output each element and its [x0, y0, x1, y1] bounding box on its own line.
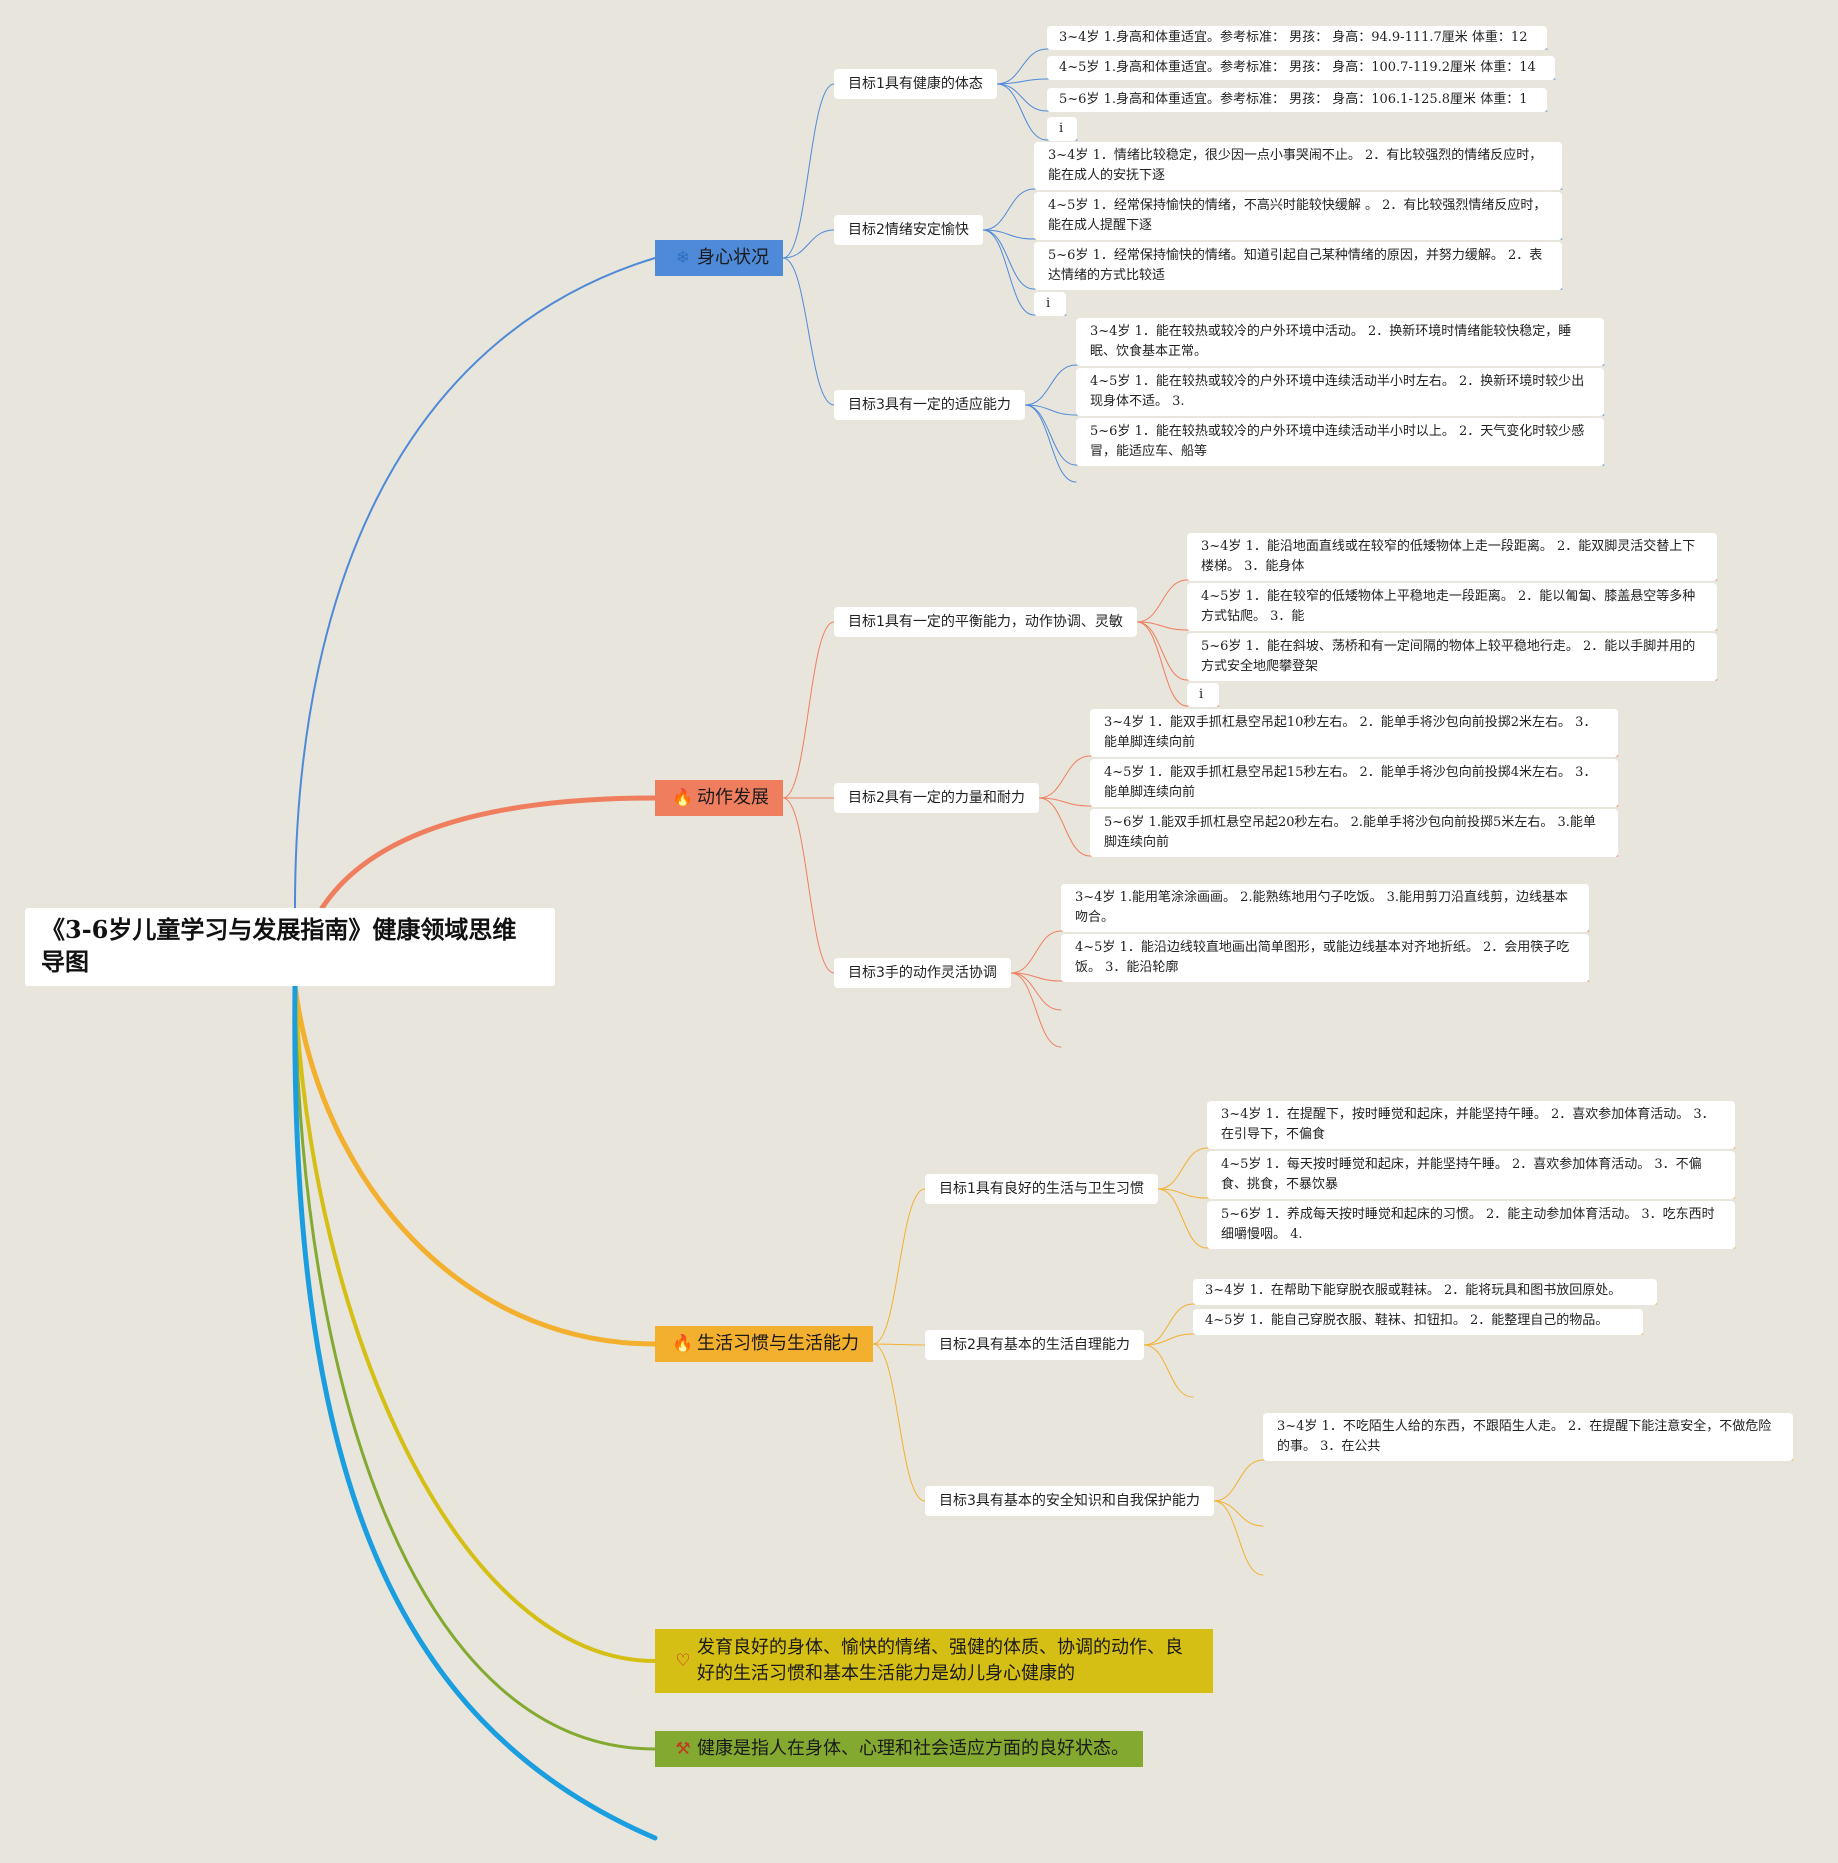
leaf-connector — [1213, 1500, 1264, 1527]
leaf-item[interactable]: 4~5岁 1．能自己穿脱衣服、鞋袜、扣钮扣。 2．能整理自己的物品。 — [1193, 1309, 1643, 1335]
goal-stable-emotions[interactable]: 目标2情绪安定愉快 — [834, 215, 983, 245]
leaf-connector — [982, 229, 1035, 316]
leaf-connector — [1136, 621, 1188, 707]
leaf-connector — [1143, 1344, 1194, 1398]
goal-connector — [782, 229, 835, 259]
leaf-connector — [1157, 1188, 1208, 1249]
leaf-item[interactable]: 5~6岁 1.身高和体重适宜。参考标准： 男孩： 身高：106.1-125.8厘… — [1047, 88, 1547, 112]
leaf-connector — [996, 83, 1048, 112]
goal-self-care[interactable]: 目标2具有基本的生活自理能力 — [925, 1330, 1144, 1360]
leaf-connector — [1157, 1147, 1208, 1190]
root-topic[interactable]: 《3-6岁儿童学习与发展指南》健康领域思维导图 — [25, 908, 555, 986]
branch-connector — [293, 984, 657, 1751]
leaf-item[interactable]: 4~5岁 1.身高和体重适宜。参考标准： 男孩： 身高：100.7-119.2厘… — [1047, 56, 1555, 80]
leaf-connector — [1143, 1333, 1194, 1346]
hammer-icon: ⚒ — [675, 1739, 691, 1759]
leaf-item[interactable]: 4~5岁 1．每天按时睡觉和起床，并能坚持午睡。 2．喜欢参加体育活动。 3．不… — [1207, 1151, 1735, 1199]
leaf-item[interactable]: 5~6岁 1．能在较热或较冷的户外环境中连续活动半小时以上。 2．天气变化时较少… — [1076, 418, 1604, 466]
branch-motor-development[interactable]: 🔥动作发展 — [655, 780, 783, 816]
branch-health-definition[interactable]: ⚒ 健康是指人在身体、心理和社会适应方面的良好状态。 — [655, 1731, 1143, 1767]
leaf-connector — [996, 83, 1048, 141]
goal-balance-coordination[interactable]: 目标1具有一定的平衡能力，动作协调、灵敏 — [834, 607, 1137, 637]
leaf-connector — [996, 48, 1048, 85]
goal-connector — [872, 1343, 926, 1502]
goal-connector — [782, 621, 835, 799]
leaf-item[interactable]: i — [1047, 117, 1077, 141]
goal-safety-self-protection[interactable]: 目标3具有基本的安全知识和自我保护能力 — [925, 1486, 1214, 1516]
leaf-connector — [1157, 1188, 1208, 1199]
branch-physical-mental-status[interactable]: ❄ 身心状况 — [655, 240, 783, 276]
leaf-connector — [1213, 1459, 1264, 1502]
goal-adaptability[interactable]: 目标3具有一定的适应能力 — [834, 390, 1025, 420]
leaf-item[interactable]: i — [1034, 292, 1066, 316]
leaf-item[interactable]: 3~4岁 1．能在较热或较冷的户外环境中活动。 2．换新环境时情绪能较快稳定，睡… — [1076, 318, 1604, 366]
leaf-item[interactable]: 3~4岁 1．在帮助下能穿脱衣服或鞋袜。 2．能将玩具和图书放回原处。 — [1193, 1279, 1657, 1305]
branch-healthy-development-summary[interactable]: ♡ 发育良好的身体、愉快的情绪、强健的体质、协调的动作、良好的生活习惯和基本生活能… — [655, 1629, 1213, 1693]
leaf-item[interactable]: 5~6岁 1.能双手抓杠悬空吊起20秒左右。 2.能单手将沙包向前投掷5米左右。… — [1090, 809, 1618, 857]
leaf-connector — [1010, 930, 1062, 974]
goal-connector — [872, 1343, 926, 1346]
leaf-item[interactable]: 3~4岁 1．情绪比较稳定，很少因一点小事哭闹不止。 2．有比较强烈的情绪反应时… — [1034, 142, 1562, 190]
branch-connector — [319, 795, 658, 911]
leaf-item[interactable]: 4~5岁 1．能在较窄的低矮物体上平稳地走一段距离。 2．能以匍匐、膝盖悬空等多… — [1187, 583, 1717, 631]
leaf-item[interactable]: 5~6岁 1．能在斜坡、荡桥和有一定间隔的物体上较平稳地行走。 2．能以手脚并用… — [1187, 633, 1717, 681]
branch-living-habits[interactable]: 🔥生活习惯与生活能力 — [655, 1326, 873, 1362]
leaf-connector — [1038, 755, 1091, 799]
leaf-connector — [982, 188, 1035, 231]
branch-label: 身心状况 — [697, 247, 769, 268]
leaf-item[interactable]: 3~4岁 1．不吃陌生人给的东西，不跟陌生人走。 2．在提醒下能注意安全，不做危… — [1263, 1413, 1793, 1461]
leaf-connector — [982, 229, 1035, 240]
leaf-connector — [1213, 1500, 1264, 1576]
branch-label: 生活习惯与生活能力 — [697, 1333, 859, 1354]
heart-icon: ♡ — [675, 1651, 691, 1671]
goal-connector — [782, 797, 835, 974]
leaf-item[interactable]: 4~5岁 1．能沿边线较直地画出简单图形，或能边线基本对齐地折纸。 2．会用筷子… — [1061, 934, 1589, 982]
goal-hand-dexterity[interactable]: 目标3手的动作灵活协调 — [834, 958, 1011, 988]
branch-label: 发育良好的身体、愉快的情绪、强健的体质、协调的动作、良好的生活习惯和基本生活能力… — [697, 1637, 1183, 1684]
leaf-connector — [1136, 579, 1188, 623]
goal-connector — [782, 257, 835, 406]
leaf-connector — [1136, 621, 1188, 681]
goal-connector — [872, 1188, 926, 1345]
snowflake-icon: ❄ — [675, 248, 691, 268]
leaf-connector — [1024, 364, 1077, 406]
branch-label: 健康是指人在身体、心理和社会适应方面的良好状态。 — [697, 1738, 1129, 1759]
branch-label: 动作发展 — [697, 787, 769, 808]
leaf-item[interactable]: 3~4岁 1．在提醒下，按时睡觉和起床，并能坚持午睡。 2．喜欢参加体育活动。 … — [1207, 1101, 1735, 1149]
goal-strength-endurance[interactable]: 目标2具有一定的力量和耐力 — [834, 783, 1039, 813]
goal-connector — [782, 83, 835, 259]
leaf-item[interactable]: 5~6岁 1．养成每天按时睡觉和起床的习惯。 2．能主动参加体育活动。 3．吃东… — [1207, 1201, 1735, 1249]
leaf-connector — [1024, 404, 1077, 483]
flame-icon: 🔥 — [672, 1334, 694, 1354]
leaf-connector — [1010, 972, 1062, 1011]
leaf-connector — [1136, 621, 1188, 631]
leaf-item[interactable]: 4~5岁 1．经常保持愉快的情绪，不高兴时能较快缓解 。 2．有比较强烈情绪反应… — [1034, 192, 1562, 240]
leaf-connector — [996, 78, 1048, 85]
leaf-item[interactable]: i — [1187, 683, 1219, 707]
leaf-item[interactable]: 4~5岁 1．能在较热或较冷的户外环境中连续活动半小时左右。 2．换新环境时较少… — [1076, 368, 1604, 416]
leaf-item[interactable]: 3~4岁 1.身高和体重适宜。参考标准： 男孩： 身高：94.9-111.7厘米… — [1047, 26, 1547, 50]
goal-hygiene-habits[interactable]: 目标1具有良好的生活与卫生习惯 — [925, 1174, 1158, 1204]
leaf-item[interactable]: 3~4岁 1．能沿地面直线或在较窄的低矮物体上走一段距离。 2．能双脚灵活交替上… — [1187, 533, 1717, 581]
leaf-connector — [1010, 972, 1062, 1048]
goal-healthy-posture[interactable]: 目标1具有健康的体态 — [834, 69, 997, 99]
leaf-connector — [982, 229, 1035, 290]
leaf-connector — [1038, 797, 1091, 807]
leaf-connector — [1143, 1303, 1194, 1346]
branch-connector — [293, 984, 657, 1663]
leaf-connector — [1038, 797, 1091, 857]
leaf-item[interactable]: 4~5岁 1．能双手抓杠悬空吊起15秒左右。 2．能单手将沙包向前投掷4米左右。… — [1090, 759, 1618, 807]
fire-icon: 🔥 — [672, 788, 694, 808]
branch-connector — [294, 257, 656, 909]
leaf-item[interactable]: 3~4岁 1．能双手抓杠悬空吊起10秒左右。 2．能单手将沙包向前投掷2米左右。… — [1090, 709, 1618, 757]
branch-connector — [292, 983, 658, 1841]
leaf-item[interactable]: 5~6岁 1．经常保持愉快的情绪。知道引起自己某种情绪的原因，并努力缓解。 2．… — [1034, 242, 1562, 290]
leaf-connector — [1024, 404, 1077, 466]
leaf-connector — [1024, 404, 1077, 416]
branch-connector — [292, 983, 658, 1347]
leaf-item[interactable]: 3~4岁 1.能用笔涂涂画画。 2.能熟练地用勺子吃饭。 3.能用剪刀沿直线剪，… — [1061, 884, 1589, 932]
